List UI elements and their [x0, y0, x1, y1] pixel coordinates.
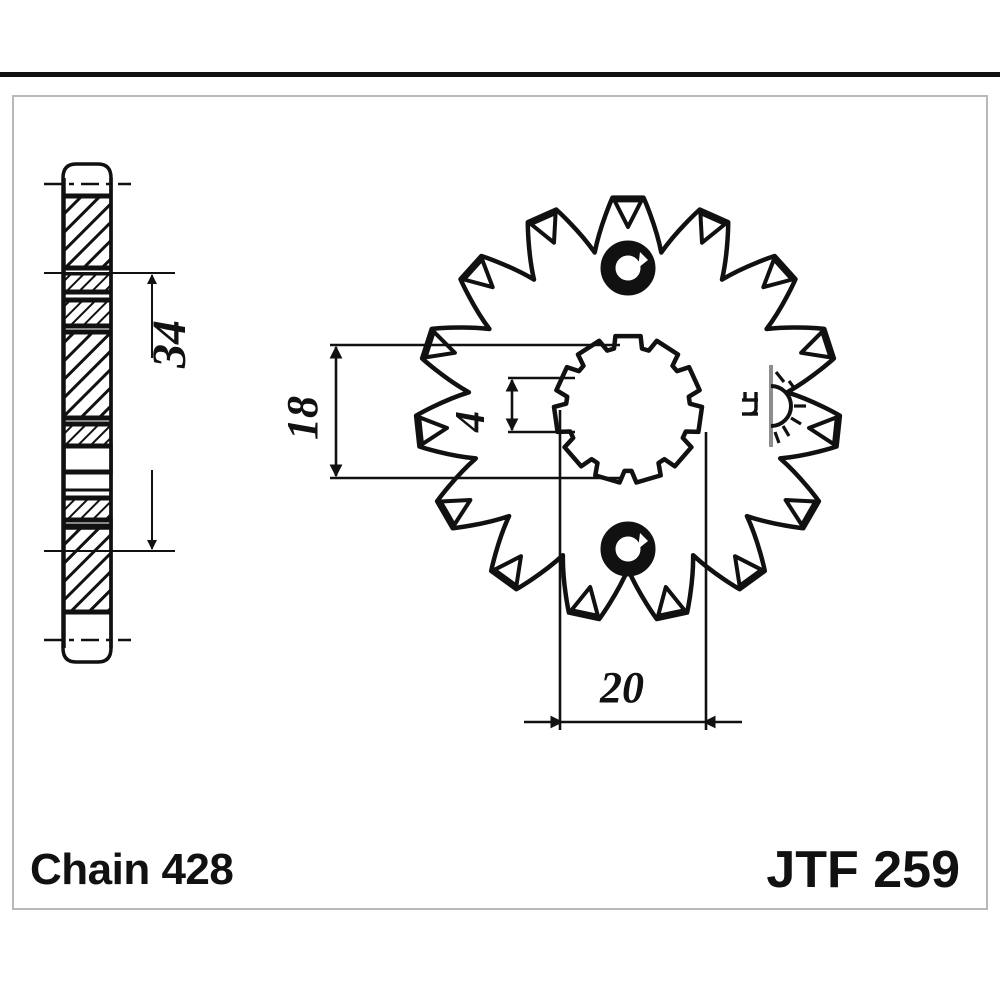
- dimension-value-34: 34: [143, 320, 196, 368]
- chain-label: Chain 428: [30, 845, 234, 894]
- dimension-value-4: 4: [448, 411, 494, 432]
- dimension-value-18: 18: [278, 396, 327, 440]
- drawing-frame: [12, 95, 988, 910]
- dimension-value-20: 20: [600, 663, 644, 712]
- top-rule-divider: [0, 72, 1000, 77]
- part-number-label: JTF 259: [766, 841, 960, 899]
